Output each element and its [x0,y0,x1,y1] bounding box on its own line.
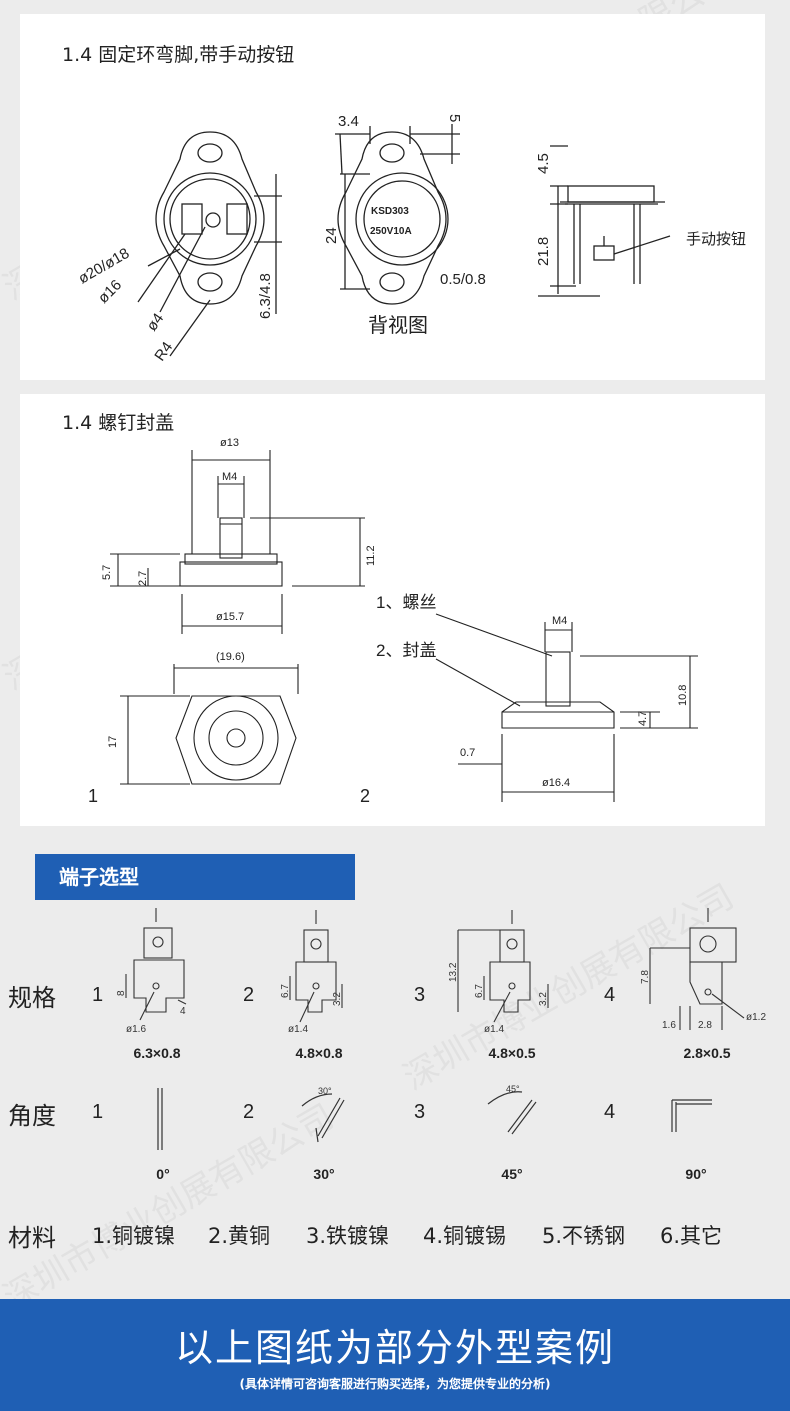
terminal-angle-drawings: 30° 45° [157,1084,712,1150]
material-item: 6.其它 [660,1224,723,1248]
dim-label: 6.7 [280,984,291,998]
footer-banner: 以上图纸为部分外型案例 (具体详情可咨询客服进行购买选择，为您提供专业的分析) [0,1299,790,1411]
angle-caption: 90° [685,1166,707,1182]
dim-label: ø15.7 [216,611,244,623]
dim-label: 4.5 [535,153,552,174]
dim-label: 3.2 [332,992,343,1006]
dim-label: 0.5/0.8 [440,271,486,288]
dim-label: ø13 [220,437,239,449]
dim-label: ø1.6 [126,1024,146,1035]
material-row-label: 材料 [8,1224,56,1252]
spec-caption: 4.8×0.8 [295,1045,343,1061]
dim-label: 6.7 [474,984,485,998]
dim-label: ø1.4 [288,1024,308,1035]
angle-caption: 30° [313,1166,335,1182]
spec-row-label: 规格 [8,984,56,1012]
material-item: 1.铜镀镍 [92,1224,176,1248]
drawing-panel-screw-cap: 1.4 螺钉封盖 [20,394,765,826]
terminal-spec-drawings: 8 4 ø1.6 6.7 3.2 ø1.4 13.2 6.7 3.2 ø1.4 … [116,908,766,1035]
marking-text: 250V10A [370,226,412,237]
section-title: 1.4 固定环弯脚,带手动按钮 [62,44,295,66]
dim-label: 4 [180,1006,186,1017]
angle-mark: 45° [506,1084,520,1094]
dim-label: ø4 [143,310,167,334]
footer-subtitle: (具体详情可咨询客服进行购买选择，为您提供专业的分析) [239,1377,551,1391]
dim-label: 13.2 [448,962,459,982]
dim-label: 24 [323,227,340,244]
spec-caption: 4.8×0.5 [488,1045,536,1061]
dim-label: 0.7 [460,747,475,759]
angle-number: 3 [414,1101,426,1123]
spec-number: 1 [92,984,104,1006]
callout-cap: 2、封盖 [376,641,436,660]
dim-label: 4.7 [637,711,649,726]
material-item: 5.不锈钢 [542,1224,626,1248]
dim-label: 2.8 [698,1020,712,1031]
spec-number: 3 [414,984,426,1006]
figure-number: 1 [88,786,98,806]
drawing-panel-fixed-ring: 1.4 固定环弯脚,带手动按钮 ø20/ø18 ø16 ø4 R4 [20,14,765,380]
spec-caption: 2.8×0.5 [683,1045,731,1061]
dim-label: 8 [116,990,127,996]
angle-row-label: 角度 [8,1102,56,1130]
dim-label: R4 [151,339,176,364]
material-item: 3.铁镀镍 [306,1224,390,1248]
screw-cap-drawing: ø13 M4 11.2 5.7 2.7 ø15.7 (19.6) 17 M4 1… [88,437,698,806]
angle-number: 1 [92,1101,104,1123]
angle-mark: 30° [318,1086,332,1096]
dim-label: ø1.4 [484,1024,504,1035]
spec-number: 2 [243,984,255,1006]
angle-caption: 0° [156,1166,170,1182]
angle-number: 2 [243,1101,255,1123]
dim-label: M4 [552,615,567,627]
back-view-label: 背视图 [368,314,428,337]
dim-label: ø20/ø18 [76,245,133,288]
dim-label: 3.4 [338,113,359,130]
dim-label: ø16 [95,277,125,307]
dim-label: 2.7 [137,571,149,586]
dim-label: 5 [446,114,463,122]
angle-number: 4 [604,1101,616,1123]
section-title: 1.4 螺钉封盖 [62,412,175,434]
spec-number: 4 [604,984,616,1006]
dim-label: 6.3/4.8 [257,273,274,319]
spec-caption: 6.3×0.8 [133,1045,181,1061]
dim-label: 3.2 [538,992,549,1006]
dim-label: 5.7 [101,565,113,580]
material-item: 2.黄铜 [208,1224,271,1248]
dim-label: (19.6) [216,651,245,663]
material-item: 4.铜镀锡 [423,1224,507,1248]
footer-title: 以上图纸为部分外型案例 [174,1326,615,1370]
dim-label: 1.6 [662,1020,676,1031]
dim-label: 10.8 [677,685,689,706]
dim-label: M4 [222,471,237,483]
dim-label: 21.8 [535,237,552,266]
dim-label: 17 [107,736,119,748]
dim-label: 11.2 [365,545,377,566]
angle-caption: 45° [501,1166,523,1182]
manual-button-label: 手动按钮 [686,231,746,248]
callout-screw: 1、螺丝 [376,593,436,612]
terminal-section-header: 端子选型 [35,854,355,900]
dim-label: ø1.2 [746,1012,766,1023]
fixed-ring-drawing: ø20/ø18 ø16 ø4 R4 6.3/4.8 3.4 5 [76,113,747,364]
figure-number: 2 [360,786,370,806]
dim-label: 7.8 [640,970,651,984]
marking-text: KSD303 [371,206,409,217]
dim-label: ø16.4 [542,777,570,789]
